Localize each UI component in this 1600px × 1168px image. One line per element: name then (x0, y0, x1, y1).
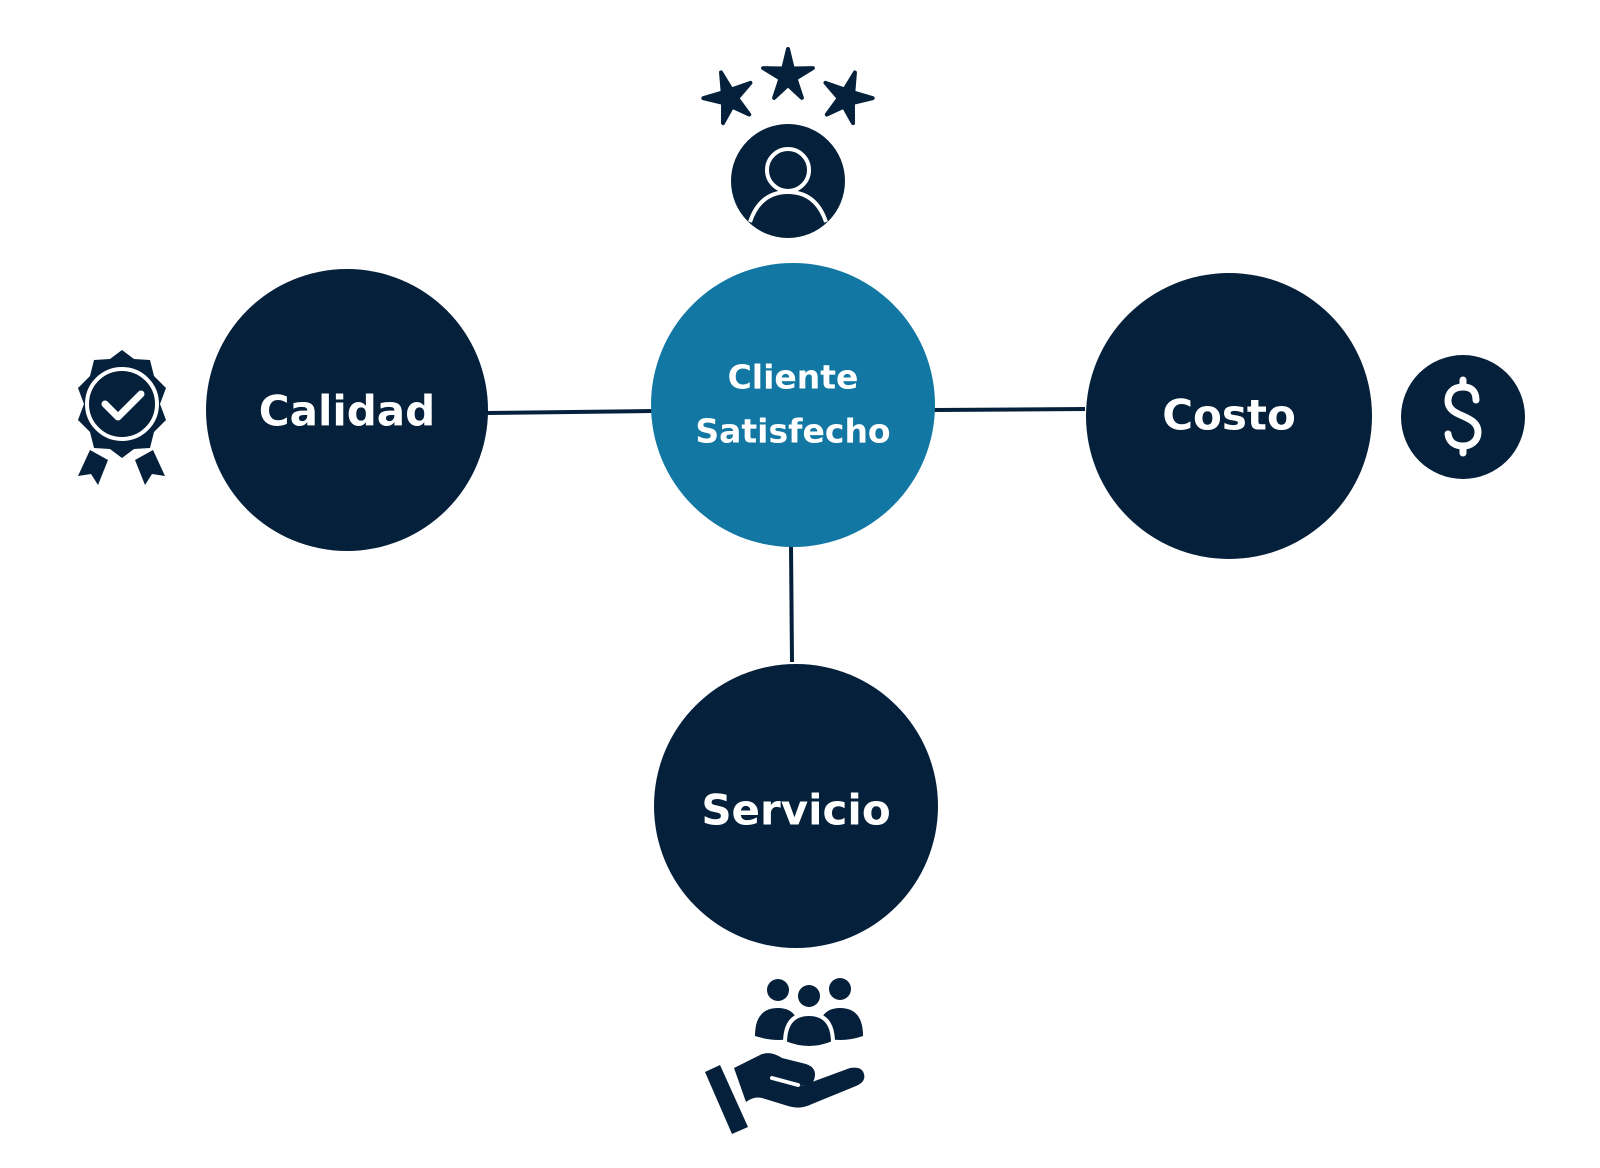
star-icon (701, 70, 753, 126)
quality-badge-icon (78, 350, 166, 485)
connector-service (789, 544, 794, 663)
connectors (486, 407, 1086, 663)
node-cost-label: Costo (1162, 391, 1296, 440)
node-service-label: Servicio (701, 786, 890, 835)
star-icon (823, 70, 875, 126)
node-quality: Calidad (206, 269, 488, 551)
star-icon (761, 47, 815, 100)
center-label-line2: Satisfecho (695, 412, 890, 451)
customer-service-hand-icon (705, 978, 865, 1134)
dollar-icon (1401, 355, 1525, 479)
node-service: Servicio (654, 664, 938, 948)
connector-quality (486, 409, 654, 415)
connector-cost (933, 407, 1086, 412)
node-quality-label: Calidad (259, 387, 435, 436)
satisfied-customer-icon (701, 47, 875, 238)
center-label-line1: Cliente (728, 358, 859, 397)
node-center: Cliente Satisfecho (651, 263, 935, 547)
node-cost: Costo (1086, 273, 1372, 559)
